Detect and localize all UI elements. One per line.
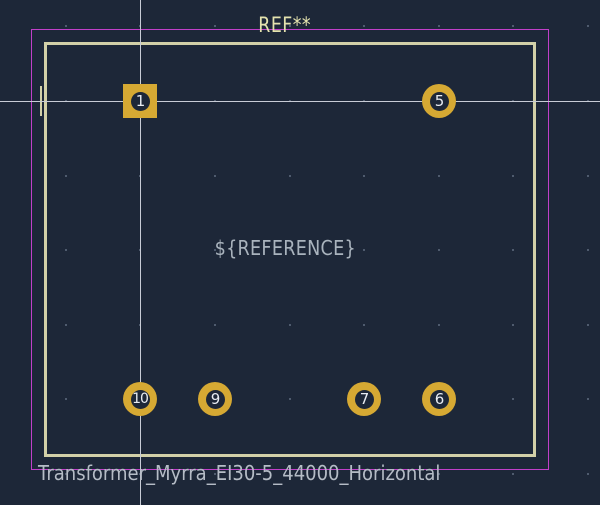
reference-designator[interactable]: REF**	[258, 13, 312, 37]
pad-5[interactable]: 5	[422, 84, 456, 118]
pad-9[interactable]: 9	[198, 382, 232, 416]
grid-dot	[214, 249, 216, 251]
pad-6[interactable]: 6	[422, 382, 456, 416]
cursor-crosshair-horizontal	[0, 101, 600, 102]
grid-dot	[587, 398, 589, 400]
pad-number-label: 7	[354, 389, 374, 409]
grid-dot	[587, 25, 589, 27]
pad-1[interactable]: 1	[123, 84, 157, 118]
grid-dot	[289, 473, 291, 475]
grid-dot	[438, 324, 440, 326]
grid-dot	[512, 25, 514, 27]
grid-dot	[363, 25, 365, 27]
grid-dot	[587, 473, 589, 475]
grid-dot	[214, 473, 216, 475]
grid-dot	[65, 473, 67, 475]
pad-number-label: 5	[429, 91, 449, 111]
pad-7[interactable]: 7	[347, 382, 381, 416]
grid-dot	[289, 175, 291, 177]
grid-dot	[587, 324, 589, 326]
grid-dot	[289, 324, 291, 326]
pad-number-label: 6	[429, 389, 449, 409]
grid-dot	[363, 473, 365, 475]
grid-dot	[587, 175, 589, 177]
grid-dot	[214, 324, 216, 326]
grid-dot	[214, 25, 216, 27]
grid-dot	[214, 175, 216, 177]
pad-10[interactable]: 10	[123, 382, 157, 416]
pad-number-label: 10	[130, 389, 150, 409]
grid-dot	[65, 25, 67, 27]
grid-dot	[512, 473, 514, 475]
grid-dot	[438, 175, 440, 177]
grid-dot	[363, 175, 365, 177]
grid-dot	[438, 25, 440, 27]
grid-dot	[438, 249, 440, 251]
cursor-crosshair-vertical	[140, 0, 141, 505]
grid-dot	[587, 249, 589, 251]
grid-dot	[512, 398, 514, 400]
pad-number-label: 1	[130, 91, 150, 111]
grid-dot	[65, 398, 67, 400]
value-field-text[interactable]: ${REFERENCE}	[214, 236, 356, 260]
grid-dot	[65, 249, 67, 251]
footprint-name-text[interactable]: Transformer_Myrra_EI30-5_44000_Horizonta…	[38, 461, 441, 485]
grid-dot	[438, 473, 440, 475]
courtyard-outline[interactable]	[31, 29, 549, 470]
pad-number-label: 9	[205, 389, 225, 409]
fab-outline[interactable]	[44, 42, 536, 457]
grid-dot	[512, 175, 514, 177]
grid-dot	[512, 249, 514, 251]
grid-dot	[512, 324, 514, 326]
grid-dot	[65, 324, 67, 326]
grid-dot	[363, 324, 365, 326]
grid-dot	[65, 175, 67, 177]
grid-dot	[289, 249, 291, 251]
grid-dot	[363, 249, 365, 251]
grid-dot	[289, 25, 291, 27]
grid-dot	[289, 398, 291, 400]
